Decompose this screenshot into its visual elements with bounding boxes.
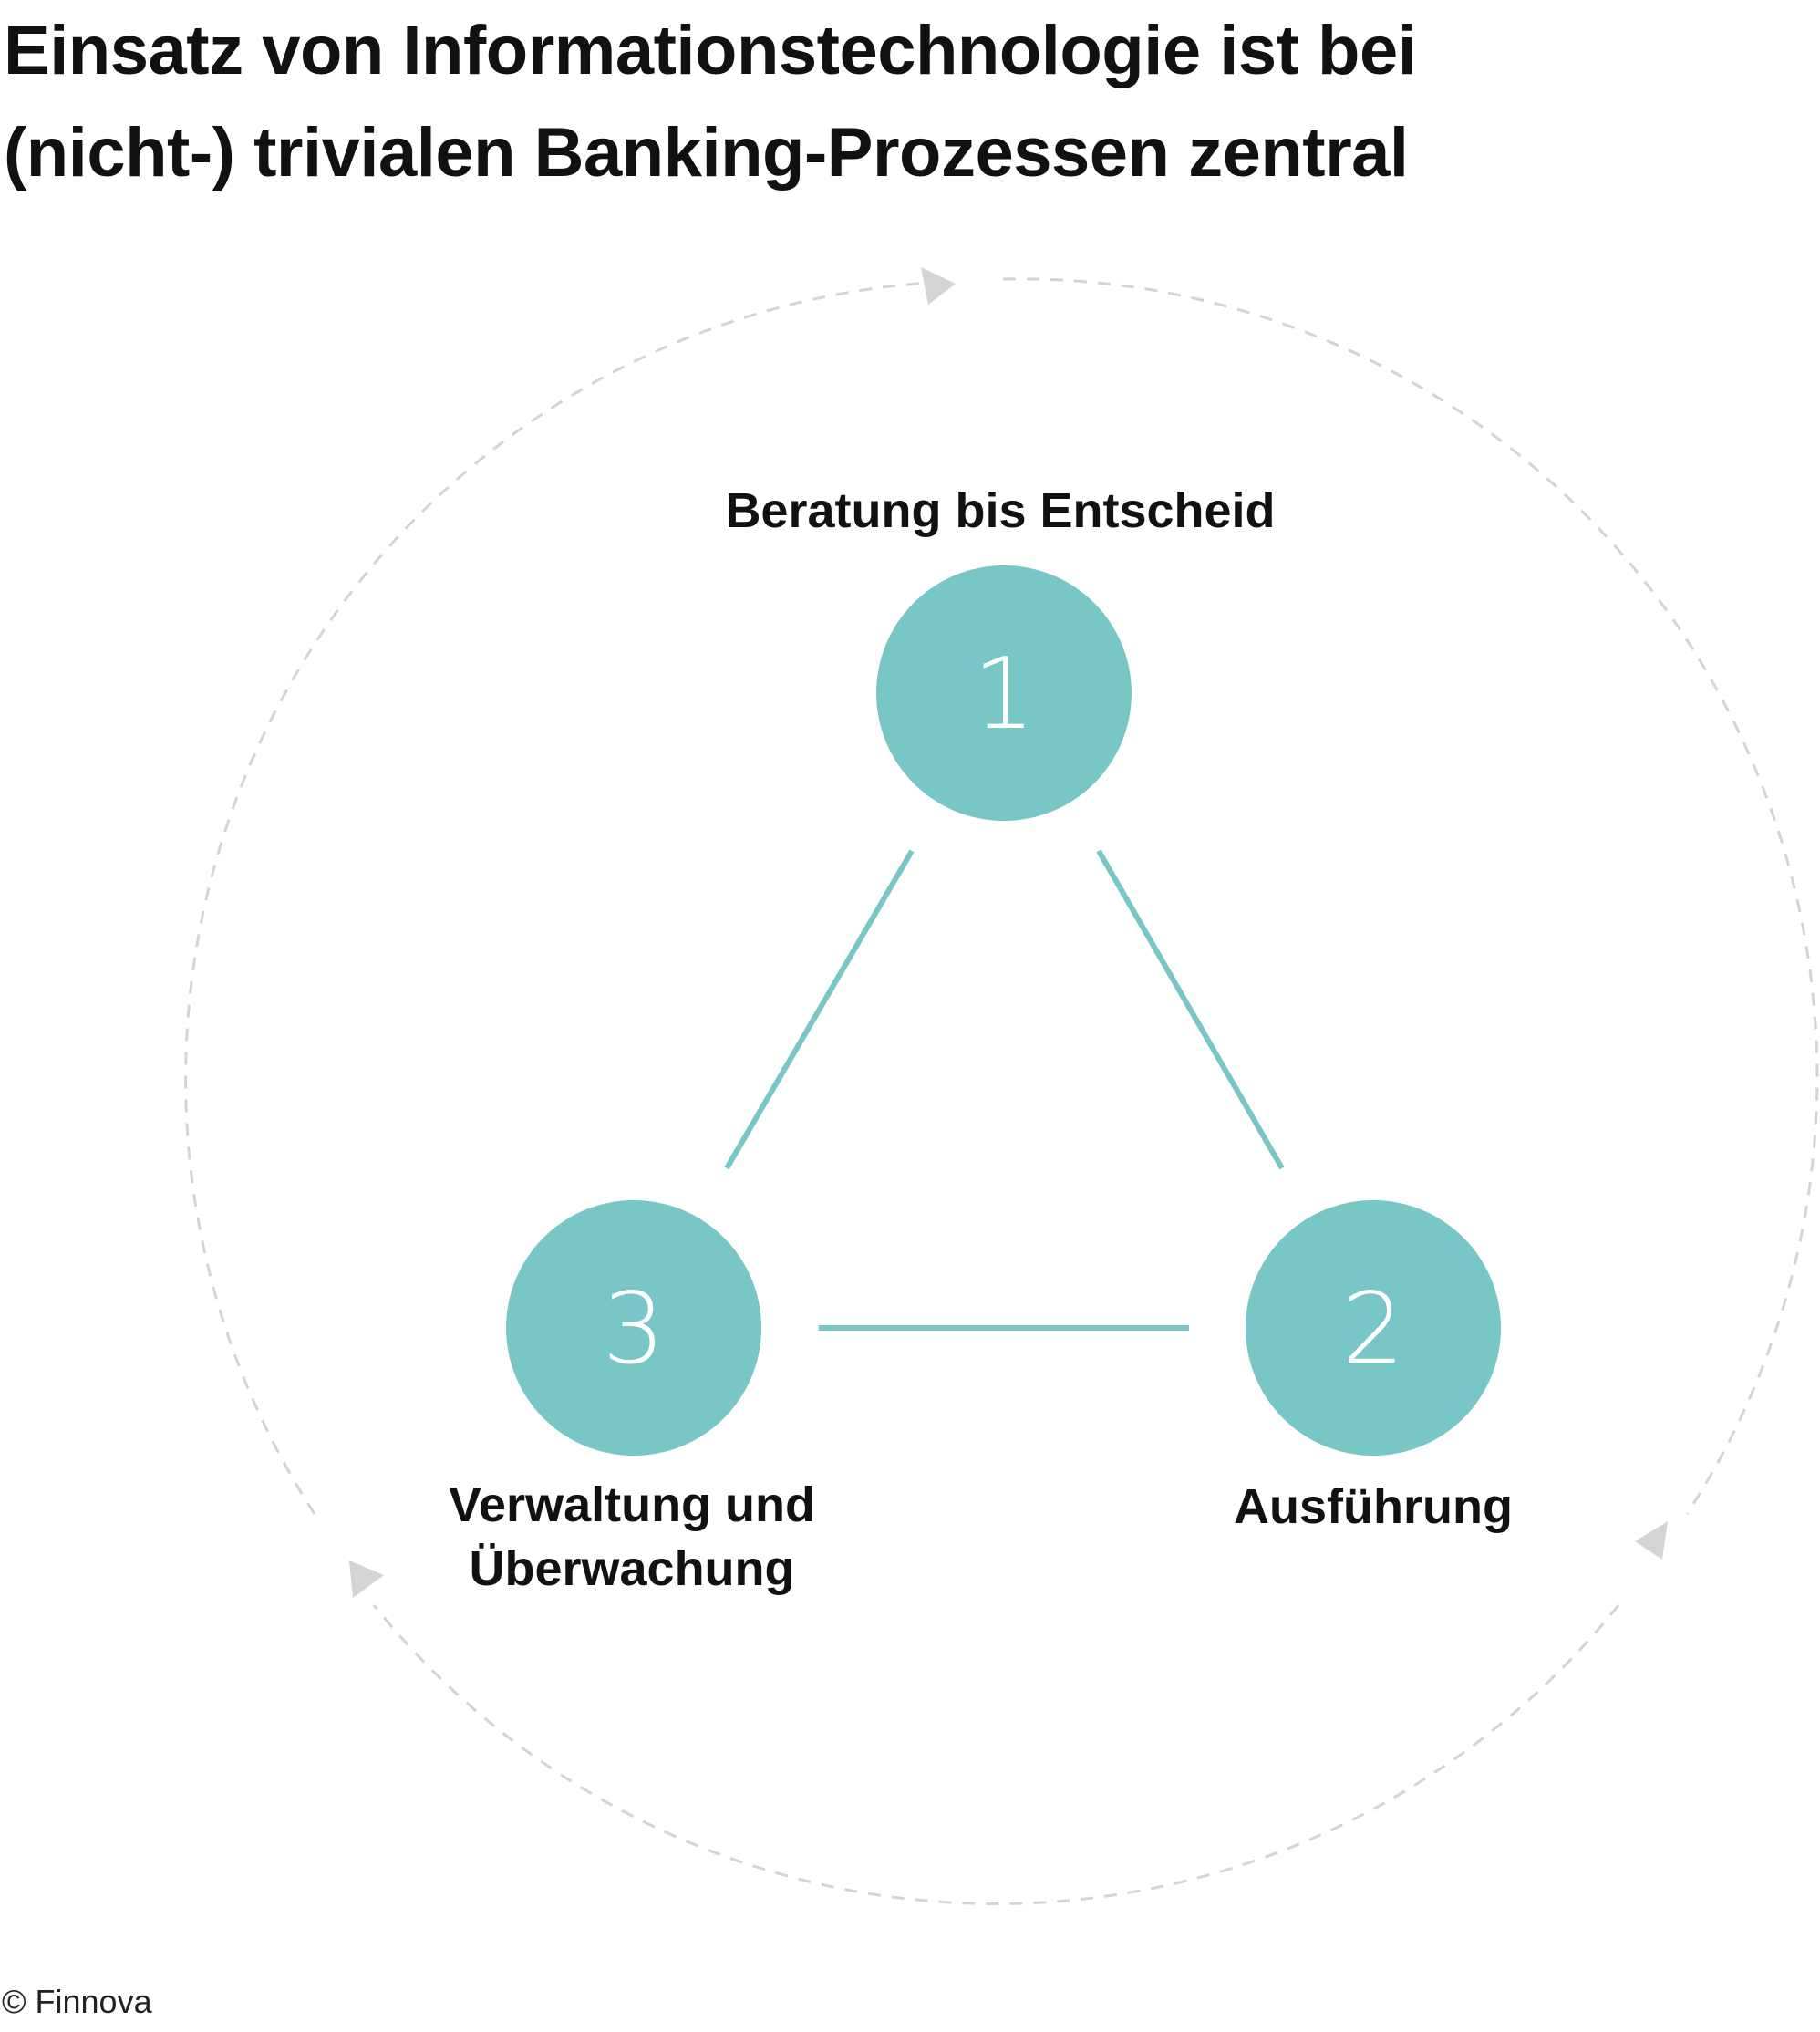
triangle-connectors: [724, 849, 1285, 1331]
cycle-arrowhead-left: [349, 1560, 384, 1598]
cycle-arc-left: [184, 281, 931, 1515]
node-circle-2: [1246, 1200, 1501, 1456]
cycle-arrowhead-right: [1635, 1521, 1668, 1560]
title-line-2: (nicht-) trivialen Banking-Prozessen zen…: [4, 114, 1409, 192]
node-label-1: Beratung bis Entscheid: [725, 483, 1275, 538]
node-circle-3: [506, 1200, 761, 1456]
process-node-3: 3 Verwaltung und Überwachung: [449, 1200, 815, 1596]
cycle-ring: [184, 277, 1819, 1905]
title-line-1: Einsatz von Informationstechnologie ist …: [4, 12, 1417, 89]
connector-1-3: [724, 849, 915, 1170]
diagram-title: Einsatz von Informationstechnologie ist …: [4, 0, 1818, 204]
cycle-arrowhead-top: [921, 267, 956, 305]
node-number-1: 1: [973, 638, 1036, 752]
node-label-3-line-1: Verwaltung und: [449, 1477, 815, 1532]
node-circle-1: [876, 565, 1132, 821]
cycle-arc-top-right: [1002, 277, 1819, 1515]
cycle-arc-bottom: [372, 1604, 1620, 1905]
process-node-1: 1 Beratung bis Entscheid: [725, 483, 1276, 821]
connector-1-2: [1096, 849, 1285, 1170]
node-label-2: Ausführung: [1234, 1479, 1513, 1534]
node-number-3: 3: [603, 1272, 666, 1386]
process-node-2: 2 Ausführung: [1234, 1200, 1513, 1534]
copyright-credit: © Finnova: [2, 1983, 152, 2020]
node-label-3-line-2: Überwachung: [469, 1541, 794, 1596]
node-number-2: 2: [1342, 1272, 1405, 1386]
